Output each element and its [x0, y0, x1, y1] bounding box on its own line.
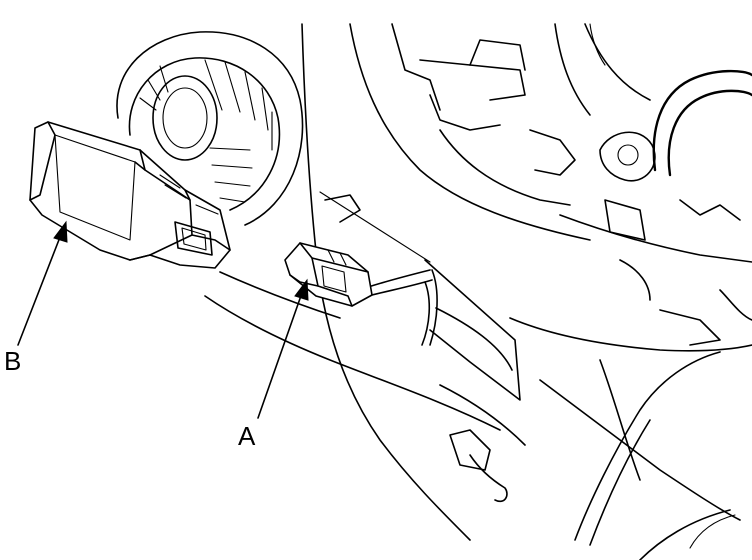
air-vent	[116, 31, 304, 226]
dashboard-panel	[204, 23, 752, 560]
label-a: A	[238, 421, 256, 451]
wire-harness	[364, 269, 438, 346]
module-b	[29, 121, 231, 269]
callout-arrow-a	[257, 278, 309, 419]
callout-arrow-b	[17, 220, 68, 346]
upper-dash-structure	[391, 23, 752, 346]
label-b: B	[4, 346, 21, 376]
connector-a	[284, 242, 373, 307]
